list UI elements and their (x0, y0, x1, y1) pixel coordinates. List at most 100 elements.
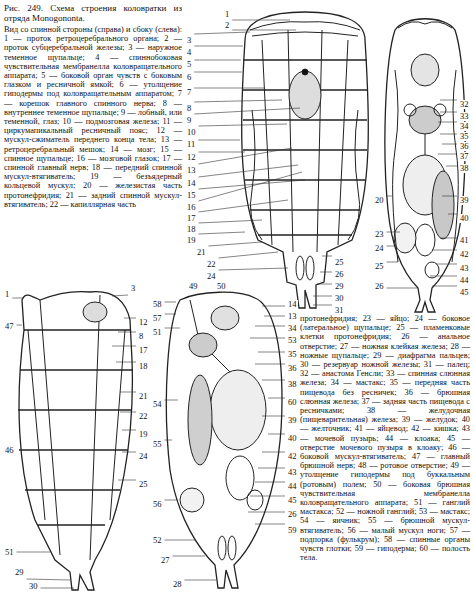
callout-number: 59 (287, 526, 298, 535)
esophagus (212, 354, 230, 372)
callout-number: 60 (287, 398, 298, 407)
vitellarium (432, 171, 454, 239)
leader-line (432, 250, 457, 251)
callout-number: 23 (374, 230, 385, 239)
callout-number: 42 (287, 452, 298, 461)
leader-line (199, 200, 289, 212)
leader-line (199, 165, 299, 177)
callout-number: 14 (186, 179, 197, 188)
callout-number: 34 (287, 324, 298, 333)
callout-number: 39 (459, 196, 470, 205)
callout-number: 24 (206, 272, 217, 281)
callout-number: 32 (459, 100, 470, 109)
egg (180, 488, 204, 512)
callout-number: 30 (28, 582, 39, 591)
leader-line (268, 434, 285, 435)
annular-muscles (18, 330, 133, 525)
leader-line (255, 524, 285, 525)
brain (83, 302, 107, 322)
leader-line (120, 392, 136, 393)
callout-number: 37 (459, 152, 470, 161)
leader-line (387, 232, 401, 233)
leader-line (446, 166, 457, 167)
leader-line (116, 362, 136, 363)
leader-line (258, 352, 285, 353)
leader-line (122, 430, 136, 431)
callout-number: 3 (130, 284, 136, 293)
leader-line (194, 100, 282, 102)
leader-line (199, 124, 288, 126)
callout-number: 15 (186, 191, 197, 200)
callout-number: 40 (287, 434, 298, 443)
callout-number: 58 (152, 300, 163, 309)
leader-line (387, 288, 419, 289)
callout-number: 24 (374, 244, 385, 253)
leader-line (124, 318, 136, 319)
callout-number: 19 (138, 430, 149, 439)
callout-number: 22 (138, 412, 149, 421)
leader-line (232, 30, 296, 31)
body-outline (166, 292, 282, 588)
callout-number: 13 (287, 312, 298, 321)
legend-text: Вид со спинной стороны (справа) и сбоку … (4, 25, 182, 209)
leader-line (209, 242, 263, 246)
salivary-gland (434, 104, 446, 116)
callout-number: 12 (186, 153, 197, 162)
callout-number: 42 (459, 250, 470, 259)
leader-line (438, 122, 457, 123)
leader-line (255, 482, 285, 483)
leader-line (440, 238, 457, 239)
callout-number: 53 (287, 336, 298, 345)
callout-number: 22 (206, 260, 217, 269)
callout-number: 35 (459, 132, 470, 141)
leader-line (194, 108, 300, 114)
callout-number: 13 (186, 166, 197, 175)
corona (250, 22, 360, 36)
leader-line (198, 140, 240, 141)
callout-number: 16 (186, 203, 197, 212)
leader-line (199, 180, 306, 189)
leader-line (219, 252, 279, 258)
leader-line (317, 284, 332, 285)
leader-line (262, 452, 285, 453)
callout-number: 5 (186, 60, 192, 69)
leader-line (322, 256, 332, 257)
mastax (409, 106, 441, 134)
leader-line (258, 468, 285, 469)
callout-number: 38 (459, 164, 470, 173)
callout-number: 47 (4, 322, 15, 331)
callout-number: 45 (287, 496, 298, 505)
callout-number: 49 (188, 282, 199, 291)
leader-line (165, 440, 173, 441)
intestine (415, 224, 435, 256)
callout-number: 40 (459, 214, 470, 223)
intestine (226, 456, 254, 500)
callout-number: 18 (138, 362, 149, 371)
bladder (425, 262, 439, 278)
leader-line (165, 540, 197, 541)
foot-gland (306, 256, 314, 280)
leader-line (122, 452, 136, 453)
callout-number: 11 (186, 140, 196, 149)
leader-line (173, 556, 206, 557)
callout-number: 25 (334, 258, 345, 267)
callout-number: 31 (334, 306, 345, 315)
callout-number: 44 (287, 482, 298, 491)
callout-number: 34 (459, 122, 470, 131)
eye (302, 69, 308, 75)
longitudinal-muscles (28, 295, 125, 560)
pharynx (190, 300, 198, 335)
foot-gland (218, 536, 226, 560)
callout-number: 43 (287, 468, 298, 477)
callout-number: 3 (186, 36, 192, 45)
leader-line (232, 20, 290, 21)
callout-number: 20 (374, 196, 385, 205)
callout-number: 55 (152, 440, 163, 449)
leader-line (118, 332, 136, 333)
ovary (188, 375, 212, 465)
leader-line (185, 580, 217, 581)
callout-number: 36 (287, 364, 298, 373)
leader-line (262, 416, 285, 417)
body-outline (385, 19, 465, 312)
leader-line (12, 298, 24, 299)
